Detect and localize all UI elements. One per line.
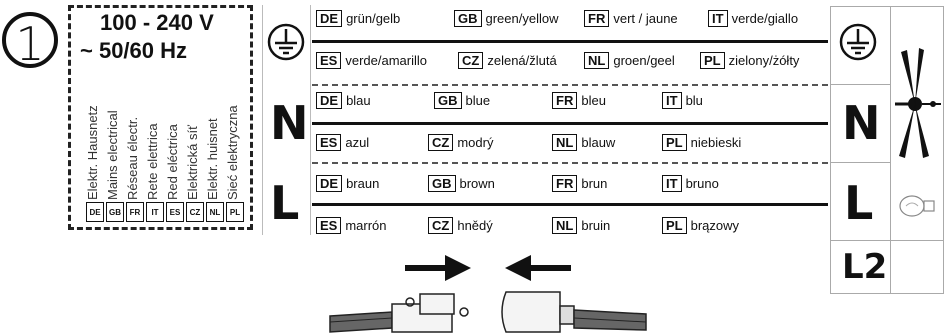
separator [312, 84, 828, 86]
panel-divider [830, 84, 890, 85]
mains-label: Rete elettrica [145, 123, 160, 200]
lang-code: PL [226, 202, 244, 222]
lang-code: IT [662, 92, 682, 109]
lang-code: GB [454, 10, 482, 27]
lang-code: IT [708, 10, 728, 27]
lang-code: DE [316, 92, 343, 109]
lang-code: DE [86, 202, 104, 222]
earth-wire [312, 40, 828, 43]
mains-label: Sieć elektryczna [225, 105, 240, 200]
mains-label: Red eléctrica [165, 124, 180, 200]
lang-code: ES [316, 52, 342, 69]
color-text: blauw [581, 135, 616, 150]
fan-live-symbol: L [844, 176, 874, 230]
fan-l2-symbol: L2 [842, 247, 888, 287]
mains-labels: Elektr. Hausnetz Mains electrical Réseau… [85, 70, 251, 200]
color-text: blue [465, 93, 491, 108]
lang-code: ES [316, 217, 342, 234]
mains-box [68, 5, 253, 230]
earth-icon [267, 23, 305, 61]
color-text: bruin [581, 218, 611, 233]
color-text: groen/geel [613, 53, 675, 68]
neutral-symbol: N [270, 96, 309, 150]
divider [262, 5, 263, 235]
lang-code: CZ [458, 52, 484, 69]
step-number: 1 [2, 12, 58, 71]
lang-code: IT [662, 175, 682, 192]
color-text: bleu [581, 93, 606, 108]
lang-code: IT [146, 202, 164, 222]
mains-label: Mains electrical [105, 110, 120, 200]
color-text: niebieski [690, 135, 742, 150]
color-text: blu [685, 93, 703, 108]
bulb-icon [899, 195, 935, 217]
color-text: bruno [685, 176, 719, 191]
mains-label: Elektrická síť [185, 125, 200, 200]
lang-code: ES [316, 134, 342, 151]
fan-icon [895, 48, 941, 158]
lang-code: GB [434, 92, 462, 109]
separator [312, 162, 828, 164]
lang-code: GB [106, 202, 124, 222]
lang-code: NL [552, 217, 578, 234]
color-text: modrý [457, 135, 494, 150]
color-text: verde/amarillo [345, 53, 427, 68]
lang-code: GB [428, 175, 456, 192]
neutral-wire [312, 122, 828, 125]
lang-code: CZ [428, 134, 454, 151]
fan-neutral-symbol: N [842, 96, 881, 150]
lang-code: FR [552, 92, 578, 109]
panel-divider [830, 240, 944, 241]
color-text: green/yellow [485, 11, 559, 26]
panel-divider [890, 6, 891, 294]
lang-code: PL [700, 52, 725, 69]
mains-label: Réseau électr. [125, 116, 140, 200]
lang-code: PL [662, 134, 687, 151]
lang-code: DE [316, 10, 343, 27]
lang-code: FR [584, 10, 610, 27]
color-text: zielony/żółty [728, 53, 800, 68]
color-text: vert / jaune [613, 11, 678, 26]
color-text: marrón [345, 218, 387, 233]
color-text: verde/giallo [731, 11, 799, 26]
lang-code: NL [584, 52, 610, 69]
divider [310, 5, 311, 235]
lang-code: NL [206, 202, 224, 222]
panel-divider [830, 162, 890, 163]
color-text: brown [459, 176, 495, 191]
arrow-left-icon [505, 255, 571, 281]
frequency-label: ~ 50/60 Hz [80, 38, 188, 63]
lang-code: CZ [428, 217, 454, 234]
lang-code: ES [166, 202, 184, 222]
color-text: grün/gelb [346, 11, 401, 26]
color-text: braun [346, 176, 380, 191]
voltage-label: 100 - 240 V [100, 10, 214, 35]
lang-code: PL [662, 217, 687, 234]
lang-code: FR [126, 202, 144, 222]
color-text: zelená/žlutá [487, 53, 557, 68]
lang-code: FR [552, 175, 578, 192]
color-text: brązowy [690, 218, 740, 233]
mains-label: Elektr. huisnet [205, 118, 220, 200]
live-wire [312, 203, 828, 206]
mains-label: Elektr. Hausnetz [85, 105, 100, 200]
lang-code: NL [552, 134, 578, 151]
lang-code: DE [316, 175, 343, 192]
connector-icon [329, 291, 647, 333]
color-text: azul [345, 135, 370, 150]
lang-code: CZ [186, 202, 204, 222]
live-symbol: L [270, 176, 300, 230]
earth-icon [839, 23, 877, 61]
color-text: brun [581, 176, 608, 191]
arrow-right-icon [405, 255, 471, 281]
color-text: hnědý [457, 218, 493, 233]
color-text: blau [346, 93, 371, 108]
